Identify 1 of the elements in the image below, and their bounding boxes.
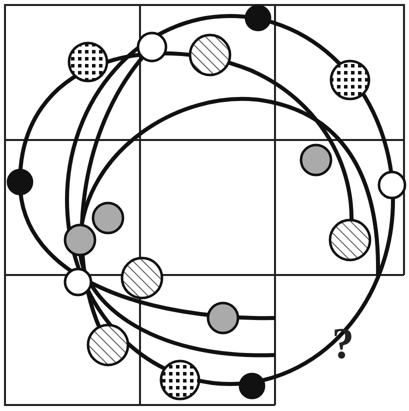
question-mark: ?	[332, 322, 354, 366]
